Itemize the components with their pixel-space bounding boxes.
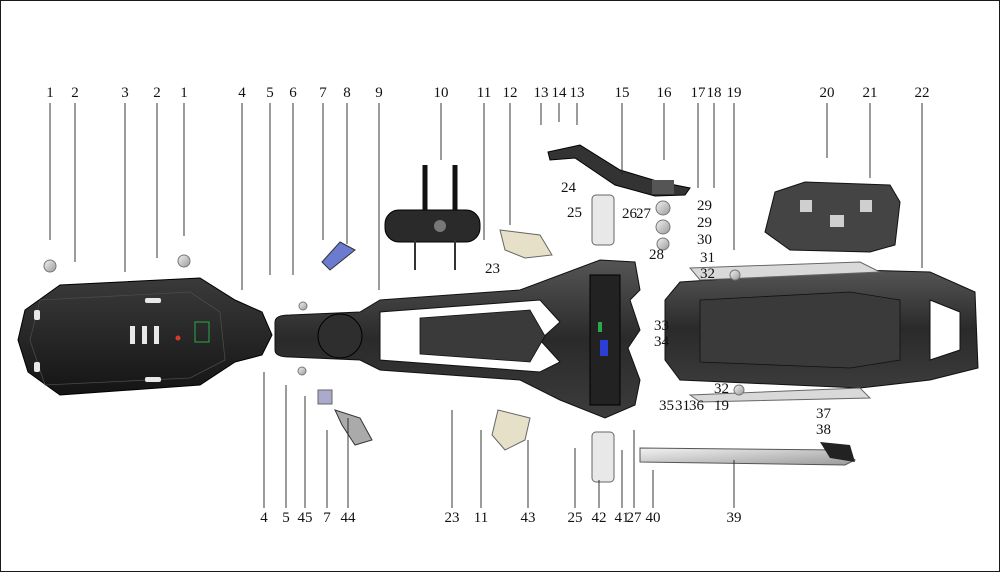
callout-inline: 31 <box>700 250 715 266</box>
callout-top: 19 <box>727 85 742 101</box>
callout-top: 6 <box>289 85 297 101</box>
callout-top: 11 <box>477 85 491 101</box>
callout-inline: 28 <box>649 247 664 263</box>
callout-inline-small: 26 <box>622 206 638 222</box>
callout-inline-small: 36 <box>689 398 705 414</box>
callout-inline: 34 <box>654 334 670 350</box>
callout-top: 3 <box>121 85 129 101</box>
guard-icon <box>384 165 481 270</box>
subframe-icon <box>664 261 979 403</box>
callout-inline: 29 <box>697 198 712 214</box>
callout-bottom: 11 <box>474 510 488 526</box>
fender-bracket-icon <box>764 181 901 253</box>
callout-inline: 38 <box>816 422 831 438</box>
callout-inline: 30 <box>697 232 712 248</box>
callout-top: 17 <box>691 85 707 101</box>
kickstand-icon <box>639 442 856 466</box>
callout-bottom: 40 <box>646 510 661 526</box>
washer-icon <box>43 200 745 405</box>
callout-top: 1 <box>46 85 54 101</box>
frame-icon <box>274 259 641 419</box>
callout-top: 1 <box>180 85 188 101</box>
callout-top: 8 <box>343 85 351 101</box>
callout-top: 4 <box>238 85 246 101</box>
callout-inline: 23 <box>485 261 500 277</box>
callout-top: 13 <box>570 85 585 101</box>
callout-bottom: 25 <box>568 510 583 526</box>
callout-top: 2 <box>153 85 161 101</box>
callout-bottom: 42 <box>592 510 607 526</box>
callout-top: 10 <box>434 85 449 101</box>
skid-plate-icon <box>17 277 273 396</box>
footpeg-icon <box>591 194 615 483</box>
callout-top: 9 <box>375 85 383 101</box>
callout-bottom: 43 <box>521 510 536 526</box>
callout-inline: 24 <box>561 180 577 196</box>
callout-top: 7 <box>319 85 327 101</box>
callout-inline-small: 27 <box>636 206 652 222</box>
callout-bottom: 7 <box>323 510 331 526</box>
callout-inline-small: 31 <box>675 398 690 414</box>
callout-top: 5 <box>266 85 274 101</box>
callout-bottom: 27 <box>627 510 643 526</box>
callout-top: 2 <box>71 85 79 101</box>
leader-lines <box>49 103 923 508</box>
callout-inline: 37 <box>816 406 832 422</box>
callout-inline: 19 <box>714 398 729 414</box>
callout-bottom: 39 <box>727 510 742 526</box>
callout-top: 21 <box>863 85 878 101</box>
callout-top: 12 <box>503 85 518 101</box>
callout-top: 15 <box>615 85 630 101</box>
callout-bottom: 41 <box>615 510 630 526</box>
callout-bottom: 5 <box>282 510 290 526</box>
callout-top: 16 <box>657 85 673 101</box>
callout-inline: 32 <box>714 381 729 397</box>
callout-top: 18 <box>707 85 722 101</box>
callout-bottom: 4 <box>260 510 268 526</box>
callout-bottom: 44 <box>341 510 357 526</box>
callout-bottom: 23 <box>445 510 460 526</box>
callout-inline-small: 35 <box>659 398 674 414</box>
callout-top: 20 <box>820 85 835 101</box>
callout-inline: 29 <box>697 215 712 231</box>
bracket-icon <box>321 229 553 451</box>
callout-bottom: 45 <box>298 510 313 526</box>
callout-inline: 25 <box>567 205 582 221</box>
callout-top: 22 <box>915 85 930 101</box>
callout-top: 14 <box>552 85 568 101</box>
callout-inline: 33 <box>654 318 669 334</box>
pedal-icon <box>547 144 691 197</box>
callout-inline: 32 <box>700 266 715 282</box>
callout-top: 13 <box>534 85 549 101</box>
